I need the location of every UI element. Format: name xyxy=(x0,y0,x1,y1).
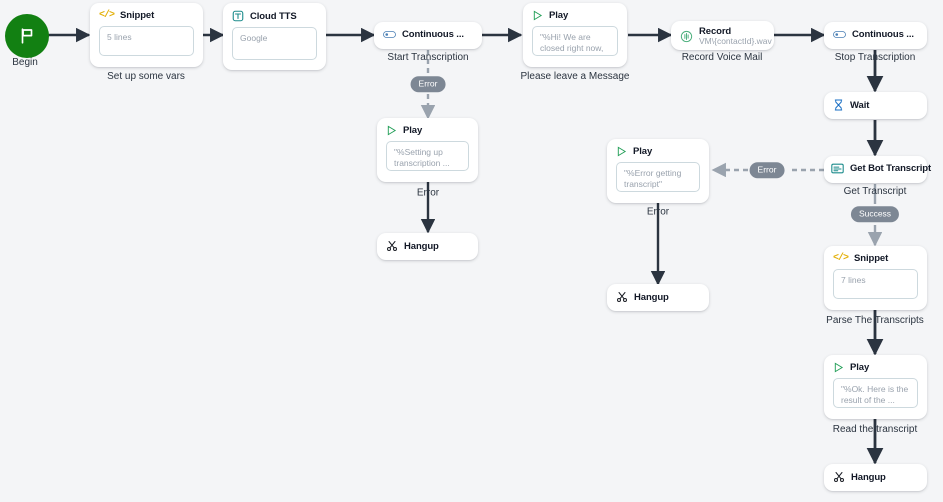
node-body-text: Google xyxy=(232,27,317,60)
cloud-tts-icon xyxy=(232,10,244,22)
hangup-icon xyxy=(616,291,628,303)
node-body-text: "%Setting up transcription ... xyxy=(386,141,469,171)
node-header: Wait xyxy=(824,92,927,118)
node-title: Snippet xyxy=(120,10,155,21)
node-header: Record VM\{contactId}.wav xyxy=(671,21,774,52)
node-hangup-right[interactable]: Hangup xyxy=(824,464,927,491)
node-title: Play xyxy=(403,125,423,136)
node-header: Get Bot Transcript xyxy=(824,156,931,181)
node-header: Continuous ... xyxy=(374,22,482,47)
node-header: Play xyxy=(824,355,927,378)
node-hangup-middle[interactable]: Hangup xyxy=(607,284,709,311)
code-snippet-icon: </> xyxy=(99,10,115,21)
play-icon xyxy=(833,362,844,373)
edge-label-play-transcript-error: Error xyxy=(646,206,670,218)
node-body-text: 7 lines xyxy=(833,269,918,299)
node-record-vm-caption: Record Voice Mail xyxy=(681,52,763,63)
node-body-text: "%Hi! We are closed right now, ... xyxy=(532,26,618,56)
node-play-transcript-error[interactable]: Play "%Error getting transcript" xyxy=(607,139,709,203)
node-start-transcription[interactable]: Continuous ... xyxy=(374,22,482,49)
node-title: Cloud TTS xyxy=(250,10,297,22)
node-header: </> Snippet xyxy=(90,3,203,26)
node-stop-transcription[interactable]: Continuous ... xyxy=(824,22,927,49)
node-record-vm[interactable]: Record VM\{contactId}.wav xyxy=(671,21,774,50)
play-icon xyxy=(616,146,627,157)
node-begin-caption: Begin xyxy=(12,57,38,68)
continuous-toggle-icon xyxy=(833,30,846,39)
node-header: Hangup xyxy=(607,284,709,310)
node-play-setup-error[interactable]: Play "%Setting up transcription ... xyxy=(377,118,478,182)
node-hangup-left[interactable]: Hangup xyxy=(377,233,478,260)
continuous-toggle-icon xyxy=(383,30,396,39)
node-begin[interactable] xyxy=(5,14,49,58)
node-get-bot-transcript[interactable]: Get Bot Transcript xyxy=(824,156,931,183)
node-title: Snippet xyxy=(854,253,889,264)
node-header: Cloud TTS xyxy=(223,3,326,27)
node-snippet-vars[interactable]: </> Snippet 5 lines xyxy=(90,3,203,67)
node-start-transcription-caption: Start Transcription xyxy=(387,52,469,63)
node-snippet-parse-caption: Parse The Transcripts xyxy=(826,315,924,326)
node-title: Continuous ... xyxy=(852,29,914,40)
node-title: Wait xyxy=(850,99,870,111)
node-title: Play xyxy=(850,362,870,373)
node-play-result-caption: Read the transcript xyxy=(832,424,918,435)
node-header: Play xyxy=(377,118,478,141)
node-header: Continuous ... xyxy=(824,22,927,47)
node-get-bot-transcript-caption: Get Transcript xyxy=(843,186,907,197)
node-body-text: "%Error getting transcript" xyxy=(616,162,700,192)
node-play-closed-caption: Please leave a Message xyxy=(520,71,630,82)
code-snippet-icon: </> xyxy=(833,253,849,264)
node-title: Record xyxy=(699,26,732,37)
node-header: </> Snippet xyxy=(824,246,927,269)
play-icon xyxy=(532,10,543,21)
hourglass-icon xyxy=(833,99,844,111)
badge-get-bot-transcript-success[interactable]: Success xyxy=(850,206,900,222)
play-icon xyxy=(386,125,397,136)
node-title: Play xyxy=(549,10,569,21)
node-body-text: "%Ok. Here is the result of the ... xyxy=(833,378,918,408)
hangup-icon xyxy=(386,240,398,252)
badge-get-bot-transcript-error[interactable]: Error xyxy=(749,162,785,178)
badge-start-transcription-error[interactable]: Error xyxy=(410,76,446,92)
node-title: Get Bot Transcript xyxy=(850,163,932,174)
node-title: Hangup xyxy=(634,291,669,303)
node-title: Hangup xyxy=(851,471,886,483)
record-icon xyxy=(680,30,693,43)
hangup-icon xyxy=(833,471,845,483)
transcript-icon xyxy=(831,163,844,174)
flag-icon xyxy=(18,27,36,45)
edge-label-play-setup-error: Error xyxy=(416,187,440,199)
node-header: Play xyxy=(607,139,709,162)
node-play-closed[interactable]: Play "%Hi! We are closed right now, ... xyxy=(523,3,627,67)
node-cloud-tts[interactable]: Cloud TTS Google xyxy=(223,3,326,70)
node-play-result[interactable]: Play "%Ok. Here is the result of the ... xyxy=(824,355,927,419)
node-title: Continuous ... xyxy=(402,29,464,40)
node-body-text: 5 lines xyxy=(99,26,194,56)
node-header: Hangup xyxy=(824,464,927,490)
node-wait[interactable]: Wait xyxy=(824,92,927,119)
node-stop-transcription-caption: Stop Transcription xyxy=(834,52,916,63)
node-title: Play xyxy=(633,146,653,157)
node-snippet-parse[interactable]: </> Snippet 7 lines xyxy=(824,246,927,310)
node-header: Hangup xyxy=(377,233,478,259)
node-header: Play xyxy=(523,3,627,26)
node-snippet-vars-caption: Set up some vars xyxy=(107,71,185,82)
node-subtitle: VM\{contactId}.wav xyxy=(699,36,772,46)
node-title: Hangup xyxy=(404,240,439,252)
